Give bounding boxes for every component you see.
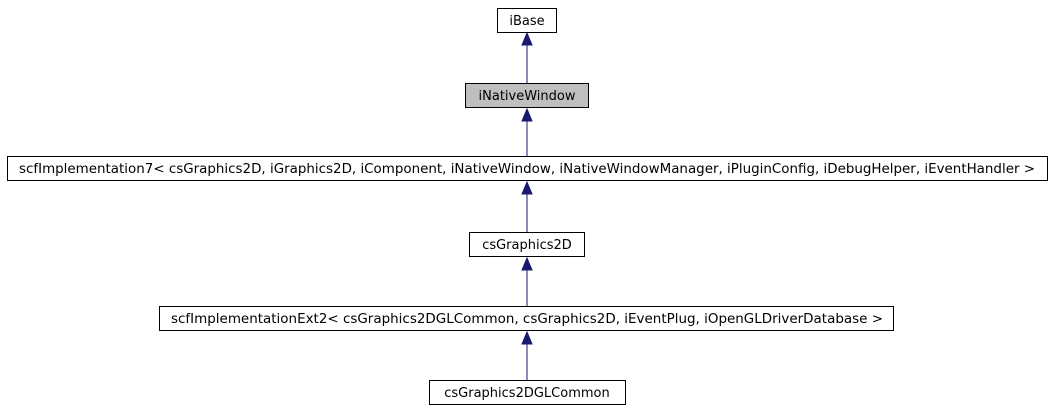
class-node-scfimplementationext2[interactable]: scfImplementationExt2< csGraphics2DGLCom… xyxy=(159,306,894,331)
class-label-csgraphics2dglcommon: csGraphics2DGLCommon xyxy=(444,386,609,401)
class-label-ibase: iBase xyxy=(509,14,544,29)
class-node-csgraphics2d[interactable]: csGraphics2D xyxy=(469,232,585,257)
class-node-scfimplementation7[interactable]: scfImplementation7< csGraphics2D, iGraph… xyxy=(7,156,1048,181)
edge-csgraphics2dglcommon-to-scfimplext2 xyxy=(521,330,533,380)
edge-csgraphics2d-to-scfimpl7 xyxy=(521,180,533,232)
edge-scfimpl7-to-inativewindow xyxy=(521,107,533,156)
class-node-ibase[interactable]: iBase xyxy=(497,8,557,33)
class-label-inativewindow: iNativeWindow xyxy=(479,89,576,104)
class-label-scfimplementation7: scfImplementation7< csGraphics2D, iGraph… xyxy=(19,162,1035,177)
class-label-scfimplementationext2: scfImplementationExt2< csGraphics2DGLCom… xyxy=(171,312,883,327)
class-node-csgraphics2dglcommon[interactable]: csGraphics2DGLCommon xyxy=(429,380,626,405)
edge-scfimplext2-to-csgraphics2d xyxy=(521,256,533,306)
edge-inativewindow-to-ibase xyxy=(521,31,533,83)
class-label-csgraphics2d: csGraphics2D xyxy=(482,238,572,253)
class-node-inativewindow[interactable]: iNativeWindow xyxy=(465,83,589,108)
